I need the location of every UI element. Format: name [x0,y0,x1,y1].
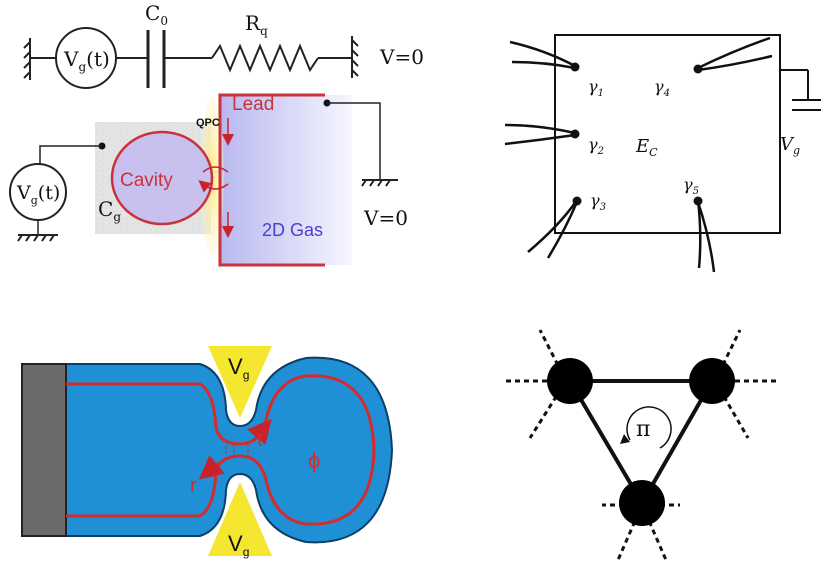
ec-label: E [635,136,649,157]
gamma-5-label: γ [683,175,693,194]
cg-sub: g [113,210,121,224]
resistor-rq [211,43,319,73]
ground-bottom-label: V=0 [363,206,408,230]
gas-label: 2D Gas [262,220,323,240]
lead-label: Lead [232,94,274,115]
gamma-2-label: γ [588,135,598,154]
gamma-3-label: γ [590,191,600,210]
svg-text:γ1: γ1 [588,77,604,99]
vg-b-label: V [780,134,795,155]
ground-top-label: V=0 [379,45,424,69]
electron-fluid [29,356,394,544]
svg-text:Vg(t): Vg(t) [16,182,60,207]
ground-symbol [17,234,58,242]
qpc-label: QPC [196,117,220,129]
c0-label: C [145,1,160,25]
pi-label: π [636,417,650,442]
panel-b-box: γ1 γ2 γ3 γ4 γ5 EC Vg [504,34,821,273]
panel-d-triangle: π [506,329,780,561]
gamma-3-sub: 3 [600,202,606,213]
rq-sub: q [260,24,268,38]
panel-a-circuit: Vg(t) C0 Rq V=0 Lead QPC Cavity 2D Gas [9,1,424,267]
svg-text:Vg: Vg [228,531,249,559]
tunnel-arrows [203,166,229,189]
vg-top-t: (t) [86,47,110,71]
svg-text:Vg: Vg [228,354,249,382]
vg-top-label: V [63,47,79,71]
svg-text:γ4: γ4 [654,77,670,99]
svg-text:Vg: Vg [780,134,800,157]
vg-bottom-c-label: V [228,531,243,556]
c0-sub: 0 [160,14,168,28]
cavity-label: Cavity [120,170,173,191]
ground-symbol [23,38,31,80]
svg-text:Rq: Rq [245,11,268,38]
gamma-4-sub: 4 [663,88,670,99]
gamma-1-sub: 1 [598,88,604,99]
gamma-1-label: γ [588,77,598,96]
cavity [110,130,214,226]
gate-bottom [208,482,272,556]
vg-top-c-label: V [228,354,243,379]
majorana-dots [570,62,703,206]
r-label: r [190,475,197,497]
svg-text:γ5: γ5 [683,175,699,197]
svg-text:γ3: γ3 [590,191,606,213]
ec-sub: C [649,146,658,159]
vg-bottom-sub: g [31,194,38,207]
island-box [554,34,781,234]
ground-symbol [361,179,398,187]
site-right [689,358,735,404]
svg-text:γ2: γ2 [588,135,604,157]
t-label: t [257,429,263,451]
vg-bottom-c-sub: g [243,545,250,559]
vg-bottom-t: (t) [38,182,60,204]
cg-label: C [98,197,113,221]
contact-lead [21,363,67,537]
vg-top-c-sub: g [243,368,250,382]
svg-text:Vg(t): Vg(t) [63,47,110,74]
svg-text:EC: EC [635,136,658,159]
gate-capacitor [780,69,821,111]
triangle-bonds [566,379,716,507]
capacitor-c0 [146,30,166,88]
gamma-2-sub: 2 [597,146,604,157]
gamma-5-sub: 5 [693,186,699,197]
gate-top [208,346,272,418]
lead-edge [218,93,325,267]
vg-top-sub: g [78,60,86,74]
vg-bottom-label: V [16,182,31,204]
majorana-leads [504,36,773,273]
ground-symbol [351,36,359,78]
vg-b-sub: g [793,144,800,157]
lead-region [220,95,352,265]
panel-c-interferometer: Vg Vg t r ϕ [21,346,394,559]
phi-label: ϕ [308,448,320,473]
rq-label: R [245,11,261,35]
svg-text:Cg: Cg [98,197,121,224]
svg-text:C0: C0 [145,1,168,28]
gamma-4-label: γ [654,77,664,96]
site-bottom [619,480,665,526]
site-left [547,358,593,404]
flux-arrow [626,406,672,449]
